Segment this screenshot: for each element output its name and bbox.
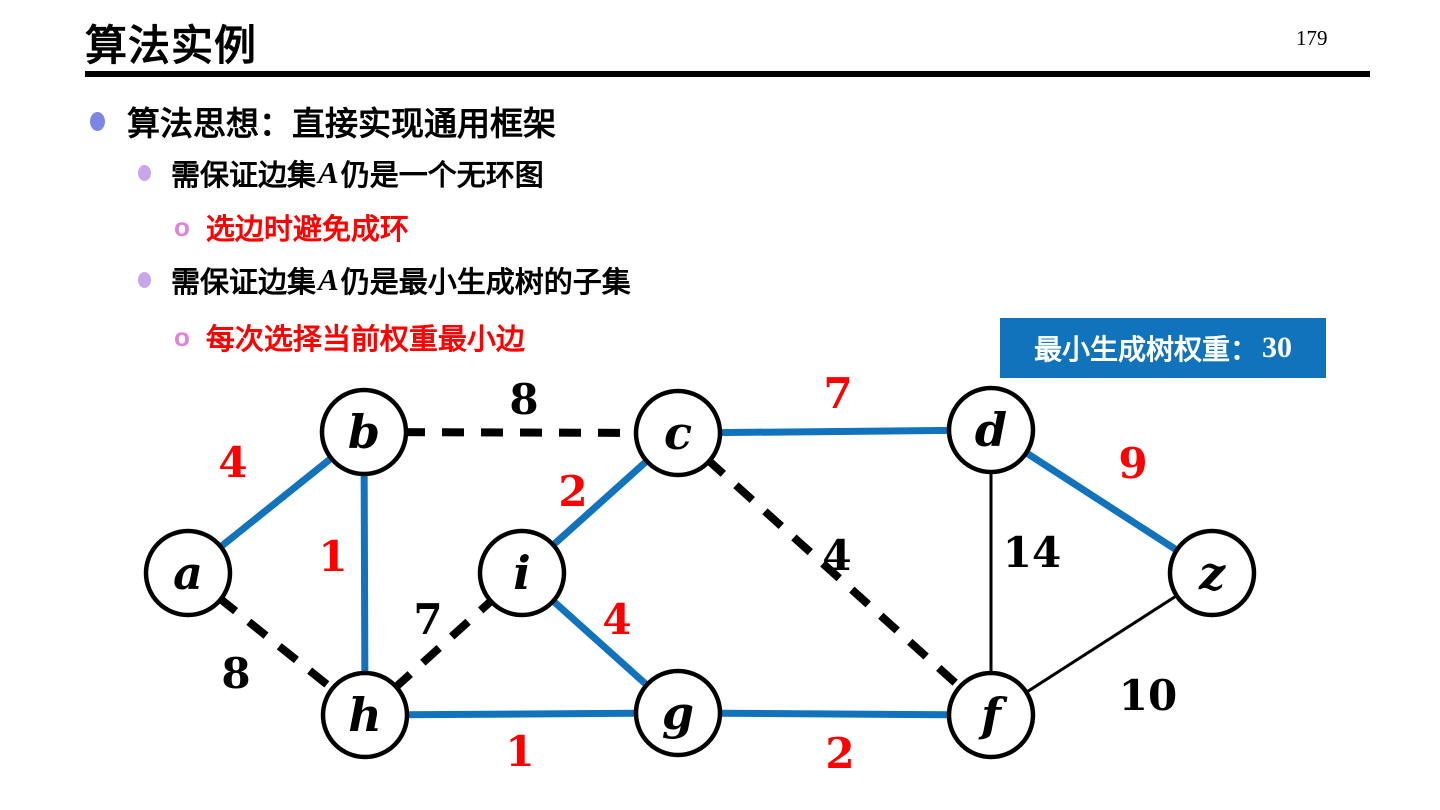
edge-weight-f-z: 10 [1119,671,1177,720]
bullet-subset-post: 仍是最小生成树的子集 [340,267,631,299]
node-label-d: d [975,403,1007,457]
edge-weight-c-f: 4 [822,531,851,580]
bullet-row-avoid-cycle: o 选边时避免成环 [174,208,409,246]
bullet-row-min-weight: o 每次选择当前权重最小边 [174,318,525,356]
o-bullet-icon: o [174,212,190,242]
edge-weight-h-i: 7 [413,595,442,644]
edge-weight-i-g: 4 [602,595,631,644]
node-label-z: z [1198,546,1226,600]
graph-node-f [946,670,1036,760]
min-weight-text: 每次选择当前权重最小边 [205,324,525,356]
graph-node-g [633,668,723,758]
edge-weight-h-g: 1 [505,727,534,776]
node-label-c: c [664,406,692,460]
mst-weight-value: 30 [1262,331,1292,364]
graph-node-c [633,388,723,478]
graph-node-a [143,528,233,618]
mst-weight-box: 最小生成树权重： 30 [1000,318,1326,378]
bullet-dot-icon [90,111,105,131]
bullet-acyclic-post: 仍是一个无环图 [340,160,544,192]
node-label-a: a [173,546,203,600]
edge-weight-d-z: 9 [1118,439,1147,488]
edge-b-h [360,431,369,716]
bullet-subset-var: A [318,262,339,297]
graph-node-b [319,387,409,477]
title-rule [85,71,1370,77]
edge-weight-c-i: 2 [558,467,587,516]
sub-bullet-dot-icon [138,165,151,181]
o-bullet-icon: o [174,322,190,352]
edge-weight-d-f: 14 [1003,528,1061,577]
edge-weight-b-h: 1 [318,532,347,581]
bullet-acyclic-var: A [318,155,339,190]
bullet-row-main: 算法思想：直接实现通用框架 [90,100,556,142]
edge-weight-b-c: 8 [509,375,538,424]
edge-g-f [677,709,992,719]
edge-weight-c-d: 7 [823,369,852,418]
edge-c-f [675,430,994,718]
avoid-cycle-text: 选边时避免成环 [205,214,409,246]
page-title: 算法实例 [85,22,258,69]
sub-bullet-dot-icon [138,272,151,288]
mst-weight-label: 最小生成树权重： [1033,334,1258,365]
graph-node-d [946,385,1036,475]
graph-node-i [477,528,567,618]
edge-h-g [364,709,679,719]
graph-node-z [1167,528,1257,618]
node-label-h: h [348,688,381,742]
node-label-i: i [513,546,530,600]
edge-weight-a-b: 4 [218,438,247,487]
edge-weight-g-f: 2 [825,729,854,778]
page-number: 179 [1296,26,1328,50]
edge-b-c [363,428,679,437]
edge-c-d [677,426,992,437]
graph-node-h [320,670,410,760]
node-label-g: g [662,686,694,740]
bullet-subset-pre: 需保证边集 [171,267,317,299]
bullet-main-text: 算法思想：直接实现通用框架 [127,105,556,142]
bullet-acyclic-pre: 需保证边集 [171,160,317,192]
node-label-b: b [348,405,380,459]
edge-weight-a-h: 8 [221,649,250,698]
